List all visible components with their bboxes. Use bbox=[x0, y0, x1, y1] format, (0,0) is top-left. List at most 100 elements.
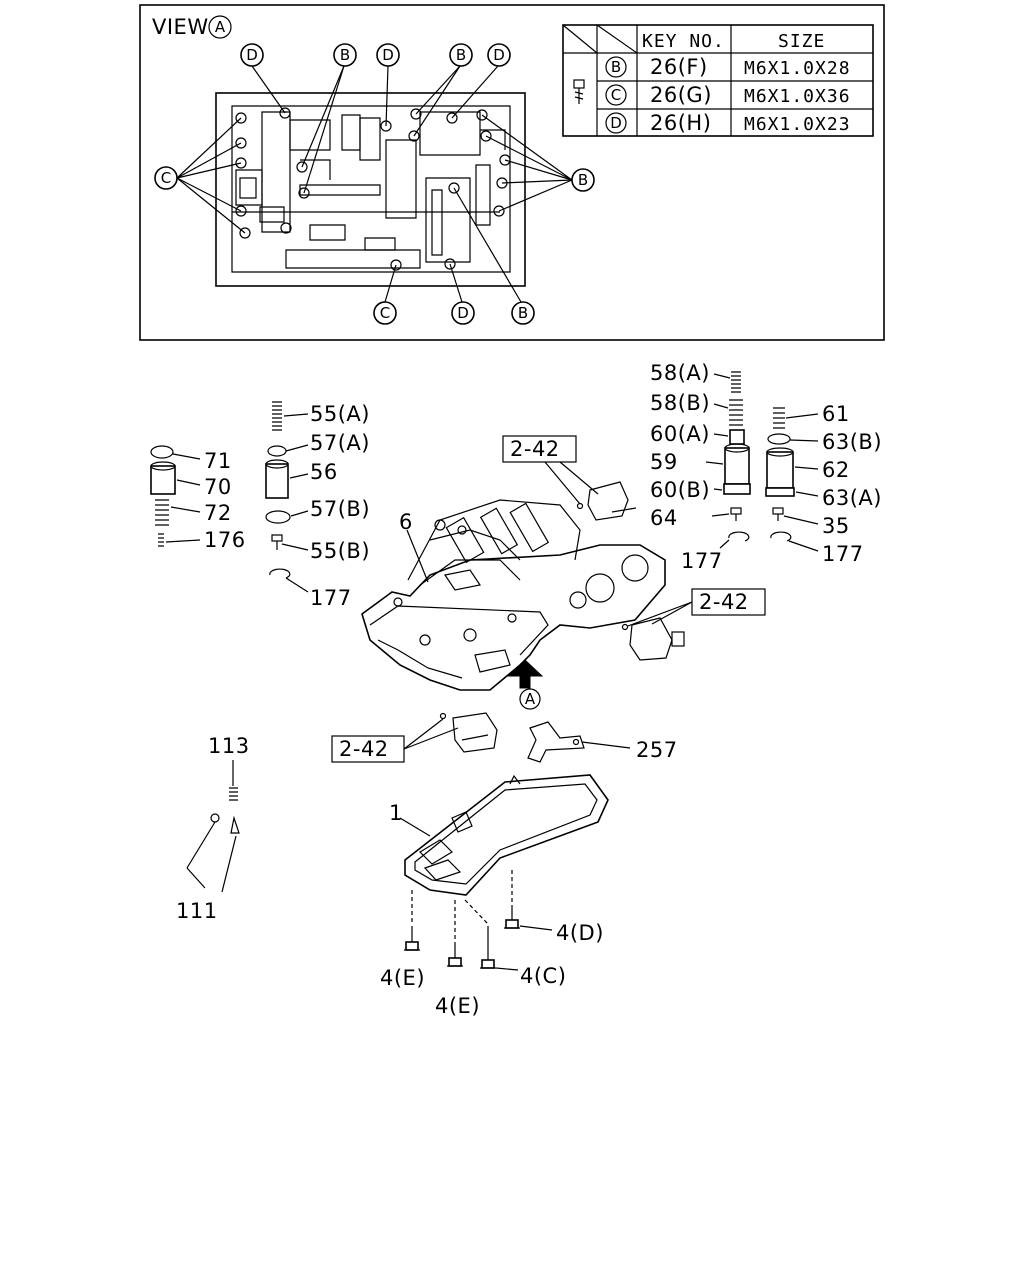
pin-176 bbox=[158, 533, 201, 547]
svg-text:M6X1.0X28: M6X1.0X28 bbox=[744, 58, 851, 79]
svg-text:B: B bbox=[518, 304, 528, 322]
svg-text:2-42: 2-42 bbox=[699, 590, 749, 614]
label-4d: 4(D) bbox=[556, 921, 604, 945]
label-58b: 58(B) bbox=[650, 391, 710, 415]
ref-2-42-right: 2-42 bbox=[627, 588, 766, 627]
view-leaders bbox=[176, 65, 573, 303]
label-113: 113 bbox=[208, 734, 250, 758]
solenoid-right bbox=[621, 617, 685, 661]
check-ball-111 bbox=[186, 813, 240, 893]
bolt-4d bbox=[504, 870, 553, 931]
svg-text:D: D bbox=[610, 114, 622, 132]
spring-58a bbox=[713, 371, 741, 393]
callout-right: B bbox=[571, 168, 595, 192]
svg-text:26(H): 26(H) bbox=[650, 111, 711, 135]
bolt-table: KEY NO. SIZE B 26(F) M6X1.0X28 C 26(G) M… bbox=[562, 24, 874, 137]
inset-frame bbox=[139, 4, 885, 341]
label-111: 111 bbox=[176, 899, 218, 923]
plug-62 bbox=[766, 447, 819, 489]
label-177-left: 177 bbox=[310, 586, 352, 610]
label-55a: 55(A) bbox=[310, 402, 370, 426]
svg-text:D: D bbox=[493, 46, 505, 64]
label-56: 56 bbox=[310, 460, 338, 484]
valve-body-plan bbox=[215, 92, 526, 287]
callout-top-3: D bbox=[376, 43, 400, 67]
spring-58b bbox=[713, 399, 743, 426]
plug-56 bbox=[265, 459, 309, 499]
svg-text:2-42: 2-42 bbox=[339, 737, 389, 761]
label-35: 35 bbox=[822, 514, 850, 538]
snap-ring-177-mid bbox=[719, 531, 750, 549]
ref-2-42-upper: 2-42 bbox=[502, 435, 599, 505]
label-70: 70 bbox=[204, 475, 232, 499]
callout-bottom-3: B bbox=[511, 301, 535, 325]
label-4e-2: 4(E) bbox=[435, 994, 480, 1018]
label-57b: 57(B) bbox=[310, 497, 370, 521]
ring-63b bbox=[767, 433, 819, 445]
callout-top-5: D bbox=[487, 43, 511, 67]
label-60a: 60(A) bbox=[650, 422, 710, 446]
label-63b: 63(B) bbox=[822, 430, 882, 454]
solenoid-upper bbox=[576, 481, 637, 521]
label-257: 257 bbox=[636, 738, 678, 762]
pin-64 bbox=[711, 507, 742, 521]
pin-35 bbox=[772, 507, 819, 525]
pin-55b bbox=[271, 534, 309, 551]
part-63a bbox=[765, 487, 819, 497]
part-60b bbox=[713, 483, 751, 495]
label-4c: 4(C) bbox=[520, 964, 566, 988]
callout-bottom-1: C bbox=[373, 301, 397, 325]
svg-text:B: B bbox=[611, 58, 621, 76]
bolt-icon bbox=[573, 79, 585, 104]
view-a-inset: VIEW A bbox=[139, 4, 885, 341]
view-direction-arrow: A bbox=[506, 659, 544, 710]
label-63a: 63(A) bbox=[822, 486, 882, 510]
spring-72 bbox=[155, 499, 201, 526]
cap-71 bbox=[150, 445, 201, 460]
svg-text:26(G): 26(G) bbox=[650, 83, 712, 107]
svg-text:C: C bbox=[380, 304, 390, 322]
svg-text:B: B bbox=[340, 46, 350, 64]
svg-text:M6X1.0X36: M6X1.0X36 bbox=[744, 86, 851, 107]
spring-55a bbox=[272, 401, 309, 431]
svg-text:D: D bbox=[457, 304, 469, 322]
callout-top-1: D bbox=[240, 43, 264, 67]
view-title: VIEW bbox=[152, 15, 209, 39]
ref-2-42-lower: 2-42 bbox=[331, 718, 459, 763]
spring-61 bbox=[773, 407, 819, 429]
solenoid-lower bbox=[439, 712, 498, 753]
plug-59 bbox=[705, 443, 750, 485]
leader-6 bbox=[406, 529, 429, 583]
label-176: 176 bbox=[204, 528, 246, 552]
table-row: B 26(F) M6X1.0X28 bbox=[605, 55, 851, 79]
label-4e-1: 4(E) bbox=[380, 966, 425, 990]
svg-text:A: A bbox=[215, 18, 226, 36]
label-71: 71 bbox=[204, 449, 232, 473]
svg-text:A: A bbox=[525, 690, 536, 708]
svg-text:C: C bbox=[161, 169, 171, 187]
snap-ring-177-left bbox=[269, 568, 309, 593]
bolt-4c bbox=[464, 899, 519, 971]
view-marker: A bbox=[208, 15, 232, 39]
table-header-size: SIZE bbox=[778, 31, 825, 52]
callout-left: C bbox=[154, 166, 178, 190]
label-62: 62 bbox=[822, 458, 850, 482]
svg-text:C: C bbox=[611, 86, 621, 104]
svg-text:M6X1.0X23: M6X1.0X23 bbox=[744, 114, 851, 135]
callout-bottom-2: D bbox=[451, 301, 475, 325]
svg-text:2-42: 2-42 bbox=[510, 437, 560, 461]
ring-57a bbox=[267, 444, 309, 457]
label-59: 59 bbox=[650, 450, 678, 474]
label-6: 6 bbox=[399, 510, 413, 534]
label-58a: 58(A) bbox=[650, 361, 710, 385]
table-row: D 26(H) M6X1.0X23 bbox=[605, 111, 851, 135]
callout-top-2: B bbox=[333, 43, 357, 67]
label-61: 61 bbox=[822, 402, 850, 426]
label-55b: 55(B) bbox=[310, 539, 370, 563]
callout-top-4: B bbox=[449, 43, 473, 67]
table-row: C 26(G) M6X1.0X36 bbox=[605, 83, 851, 107]
svg-text:D: D bbox=[382, 46, 394, 64]
ring-57b bbox=[265, 510, 309, 524]
oil-strainer-1 bbox=[399, 774, 609, 896]
